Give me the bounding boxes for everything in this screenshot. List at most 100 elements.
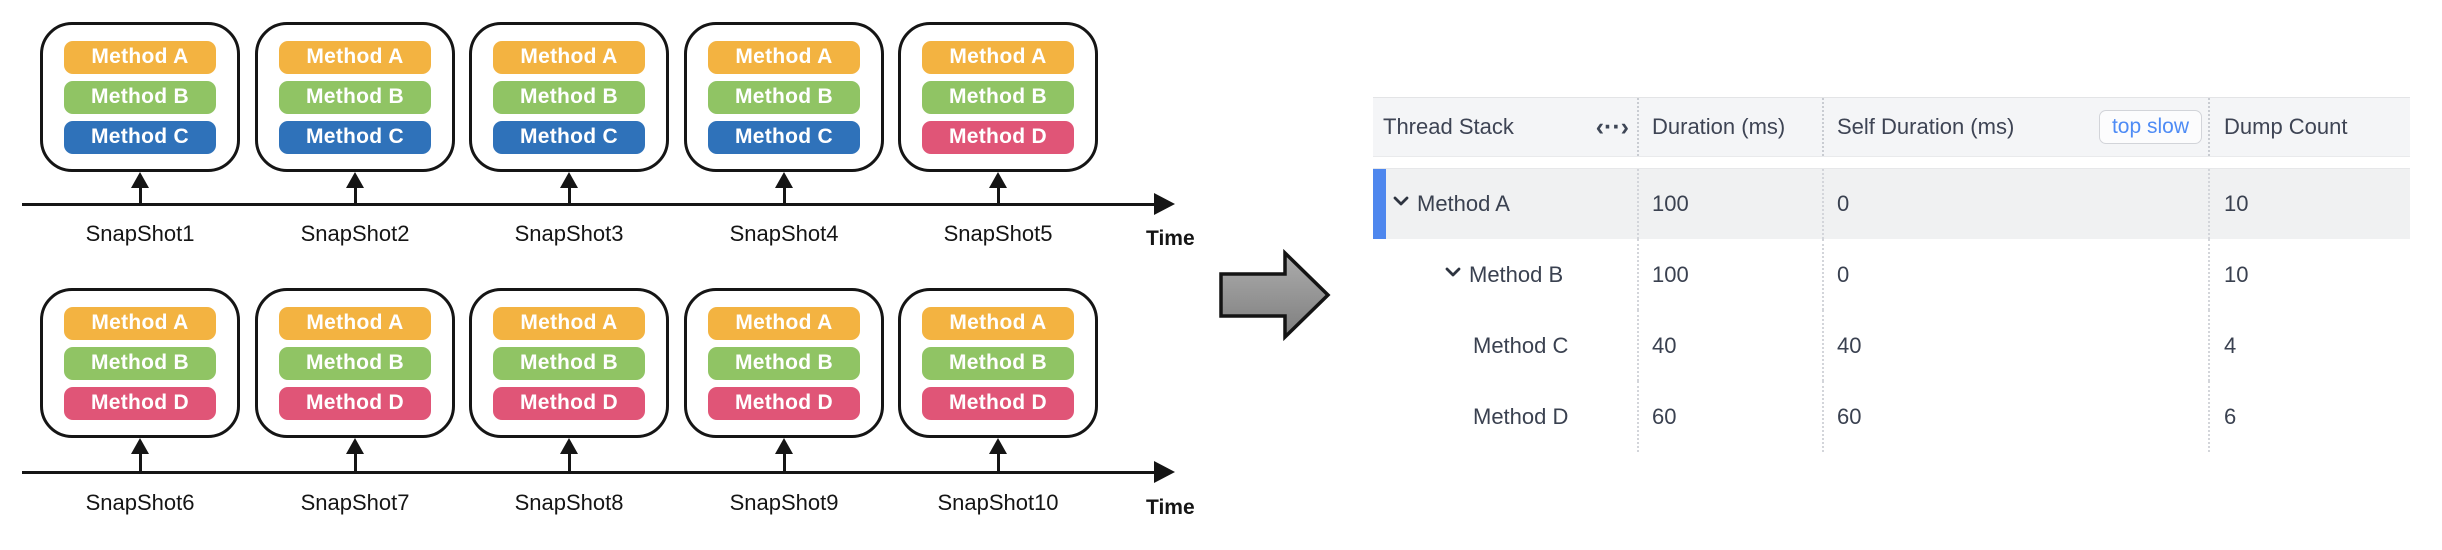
snapshot-label: SnapShot7 (300, 490, 410, 515)
method-pill: Method D (493, 386, 645, 420)
method-pill: Method A (279, 40, 431, 74)
snapshot-arrowhead-icon (560, 172, 578, 188)
header-dump-count-label: Dump Count (2224, 114, 2348, 139)
cell-thread-stack: Method C (1373, 310, 1637, 381)
snapshot-arrow-stem (996, 186, 1000, 205)
method-pill: Method D (922, 386, 1074, 420)
cell-self-duration: 0 (1822, 169, 2208, 239)
method-pill: Method A (493, 306, 645, 340)
snapshot-arrow-stem (567, 186, 571, 205)
header-duration: Duration (ms) (1637, 98, 1822, 156)
method-pill: Method A (279, 306, 431, 340)
method-pill: Method B (279, 80, 431, 114)
timeline-axis (22, 203, 1156, 206)
timeline-arrowhead-icon (1154, 461, 1175, 483)
method-pill: Method C (708, 120, 860, 154)
snapshot-label: SnapShot4 (729, 221, 839, 246)
snapshot-arrow-stem (138, 452, 142, 473)
snapshot-arrow-stem (353, 186, 357, 205)
cell-thread-stack: Method D (1373, 381, 1637, 452)
chevron-down-icon[interactable] (1391, 191, 1411, 217)
header-self-duration-label: Self Duration (ms) (1837, 114, 2015, 139)
method-pill: Method D (64, 386, 216, 420)
snapshot-box: Method A Method B Method D (469, 288, 669, 438)
snapshot-arrow-stem (996, 452, 1000, 473)
method-pill: Method D (279, 386, 431, 420)
method-pill: Method D (922, 120, 1074, 154)
method-pill: Method A (64, 306, 216, 340)
snapshot-box: Method A Method B Method D (898, 288, 1098, 438)
snapshot-box: Method A Method B Method D (255, 288, 455, 438)
cell-duration: 100 (1637, 169, 1822, 239)
chevron-down-icon[interactable] (1443, 262, 1463, 288)
time-label: Time (1146, 496, 1195, 519)
snapshot-label: SnapShot5 (943, 221, 1053, 246)
method-pill: Method B (922, 80, 1074, 114)
method-pill: Method B (64, 80, 216, 114)
snapshot-arrow-stem (782, 186, 786, 205)
method-pill: Method A (708, 306, 860, 340)
method-pill: Method B (922, 346, 1074, 380)
timeline-axis (22, 471, 1156, 474)
right-arrow-icon (1219, 249, 1331, 341)
time-label: Time (1146, 227, 1195, 250)
method-name: Method A (1417, 191, 1510, 216)
method-pill: Method C (493, 120, 645, 154)
snapshot-arrowhead-icon (989, 172, 1007, 188)
cell-dump-count: 10 (2208, 239, 2410, 310)
method-pill: Method B (64, 346, 216, 380)
snapshot-label: SnapShot8 (514, 490, 624, 515)
snapshot-arrow-stem (353, 452, 357, 473)
snapshot-box: Method A Method B Method D (40, 288, 240, 438)
cell-self-duration: 40 (1822, 310, 2208, 381)
method-name: Method C (1473, 332, 1569, 358)
snapshot-arrowhead-icon (989, 438, 1007, 454)
method-pill: Method B (279, 346, 431, 380)
method-pill: Method B (493, 80, 645, 114)
method-pill: Method A (922, 306, 1074, 340)
method-pill: Method D (708, 386, 860, 420)
cell-dump-count: 6 (2208, 381, 2410, 452)
snapshot-label: SnapShot3 (514, 221, 624, 246)
method-pill: Method A (493, 40, 645, 74)
snapshot-arrowhead-icon (346, 172, 364, 188)
snapshot-arrowhead-icon (775, 172, 793, 188)
method-name: Method B (1469, 261, 1564, 287)
column-resize-icon[interactable]: ‹··› (1595, 112, 1629, 141)
thread-stack-table: Thread Stack ‹··› Duration (ms) Self Dur… (1373, 97, 2410, 452)
snapshot-arrowhead-icon (131, 438, 149, 454)
cell-self-duration: 60 (1822, 381, 2208, 452)
snapshot-arrowhead-icon (560, 438, 578, 454)
method-pill: Method B (493, 346, 645, 380)
top-slow-button[interactable]: top slow (2098, 110, 2202, 144)
snapshot-arrow-stem (138, 186, 142, 205)
snapshot-label: SnapShot1 (85, 221, 195, 246)
timeline-arrowhead-icon (1154, 193, 1175, 215)
method-pill: Method B (708, 346, 860, 380)
table-header: Thread Stack ‹··› Duration (ms) Self Dur… (1373, 97, 2410, 157)
snapshot-box: Method A Method B Method D (684, 288, 884, 438)
header-thread-stack: Thread Stack ‹··› (1373, 98, 1637, 156)
cell-dump-count: 10 (2208, 169, 2410, 239)
snapshot-arrowhead-icon (131, 172, 149, 188)
snapshot-arrowhead-icon (346, 438, 364, 454)
method-pill: Method C (64, 120, 216, 154)
cell-thread-stack: Method B (1373, 239, 1637, 310)
snapshot-arrow-stem (782, 452, 786, 473)
method-pill: Method B (708, 80, 860, 114)
snapshot-label: SnapShot9 (729, 490, 839, 515)
method-name: Method D (1473, 403, 1569, 429)
cell-duration: 60 (1637, 381, 1822, 452)
cell-duration: 40 (1637, 310, 1822, 381)
snapshot-label: SnapShot10 (937, 490, 1059, 515)
